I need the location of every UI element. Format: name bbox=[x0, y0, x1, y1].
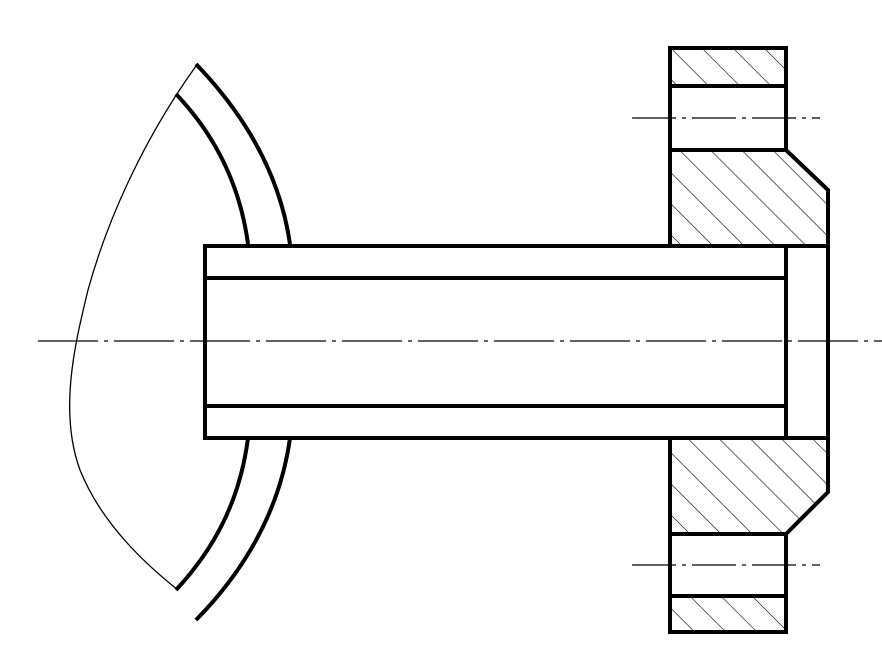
flange-hub-lower bbox=[668, 436, 830, 536]
pipe-outline bbox=[203, 244, 830, 440]
shell-outer-wall-lower bbox=[194, 437, 292, 622]
vessel-shell bbox=[68, 62, 292, 622]
flange-section-top bbox=[668, 46, 788, 88]
flange-section-bottom bbox=[668, 594, 788, 634]
shell-break-line bbox=[68, 65, 197, 591]
shell-inner-wall-upper bbox=[174, 92, 250, 245]
shell-inner-wall-lower bbox=[174, 437, 250, 592]
centerlines bbox=[38, 117, 882, 566]
shell-outer-wall-upper bbox=[194, 62, 292, 245]
nozzle-pipe bbox=[203, 244, 830, 440]
flange-hub-upper bbox=[668, 148, 830, 248]
